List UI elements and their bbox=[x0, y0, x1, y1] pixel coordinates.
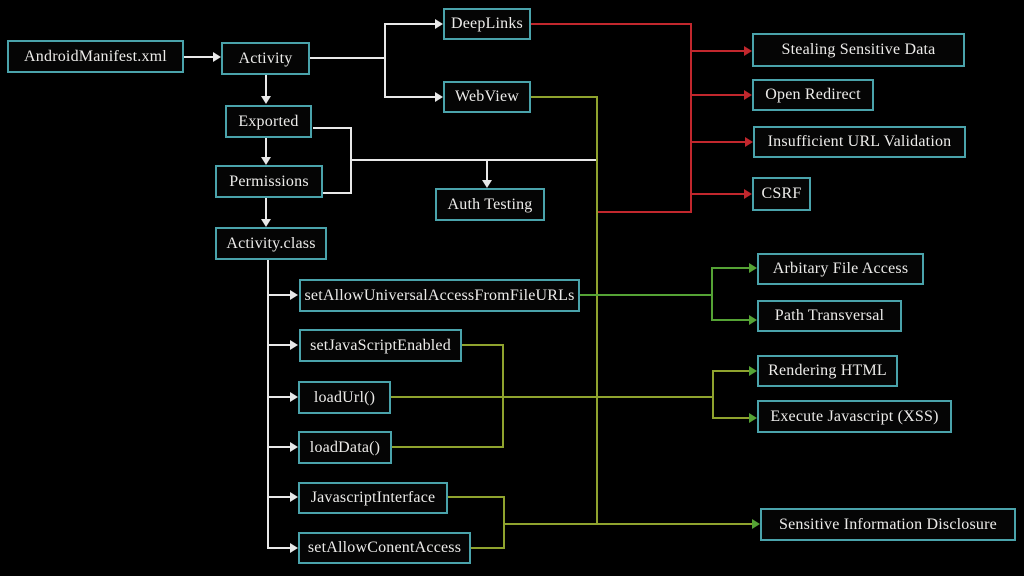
edge-authtesting-drop bbox=[486, 160, 488, 180]
node-sensitiveinfo: Sensitive Information Disclosure bbox=[760, 508, 1016, 541]
node-openredirect: Open Redirect bbox=[752, 79, 874, 111]
edge-red-openredirect bbox=[692, 94, 744, 96]
node-authtesting: Auth Testing bbox=[435, 188, 545, 221]
edge-to-executejs bbox=[713, 417, 749, 419]
arrowhead-openredirect bbox=[744, 90, 752, 100]
node-loaddata: loadData() bbox=[298, 431, 392, 464]
arrowhead-loaddata bbox=[290, 442, 298, 452]
arrowhead-insufficienturl bbox=[745, 137, 753, 147]
arrowhead-setjavascriptenabled bbox=[290, 340, 298, 350]
arrowhead-javascriptinterface bbox=[290, 492, 298, 502]
arrowhead-activityclass bbox=[261, 219, 271, 227]
edge-webview-olive bbox=[531, 96, 598, 98]
edge-red-vertical bbox=[690, 23, 692, 213]
node-deeplinks: DeepLinks bbox=[443, 8, 531, 40]
edge-setjavascriptenabled-out bbox=[462, 344, 504, 346]
node-setallowconent: setAllowConentAccess bbox=[298, 532, 471, 564]
node-activityclass: Activity.class bbox=[215, 227, 327, 260]
edge-branch-vertical bbox=[384, 23, 386, 98]
edge-red-csrf bbox=[692, 193, 744, 195]
arrowhead-deeplinks bbox=[435, 19, 443, 29]
node-permissions: Permissions bbox=[215, 165, 323, 198]
node-activity: Activity bbox=[221, 42, 310, 75]
edge-trunk-javascriptinterface bbox=[267, 496, 290, 498]
node-loadurl: loadUrl() bbox=[298, 381, 391, 414]
edge-permissions-bracket bbox=[323, 192, 352, 194]
node-webview: WebView bbox=[443, 81, 531, 113]
arrowhead-csrf bbox=[744, 189, 752, 199]
arrowhead-renderinghtml bbox=[749, 366, 757, 376]
node-javascriptinterface: JavascriptInterface bbox=[298, 482, 448, 514]
arrowhead-authtesting bbox=[482, 180, 492, 188]
edge-deeplinks-red bbox=[531, 23, 692, 25]
edge-red-stealing bbox=[692, 50, 744, 52]
node-exported: Exported bbox=[225, 105, 312, 138]
edge-manifest-activity bbox=[184, 56, 214, 58]
edge-trunk-setallowuniversal bbox=[267, 294, 290, 296]
edge-js-merge-vertical bbox=[502, 344, 504, 448]
edge-setallowuniversal-out bbox=[580, 294, 713, 296]
edge-red-bottom-link bbox=[598, 211, 690, 213]
edge-activity-exported bbox=[265, 75, 267, 98]
arrowhead-stealing bbox=[744, 46, 752, 56]
arrowhead-sensitiveinfo bbox=[752, 519, 760, 529]
edge-permissions-activityclass bbox=[265, 198, 267, 219]
edge-file-bracket-vertical bbox=[711, 267, 713, 321]
arrowhead-pathtransversal bbox=[749, 315, 757, 325]
arrowhead-permissions bbox=[261, 157, 271, 165]
edge-to-pathtransversal bbox=[711, 319, 749, 321]
edge-loaddata-out bbox=[392, 446, 504, 448]
arrowhead-loadurl bbox=[290, 392, 298, 402]
edge-exported-bracket bbox=[313, 127, 352, 129]
node-setallowuniversal: setAllowUniversalAccessFromFileURLs bbox=[299, 279, 580, 312]
arrowhead-setallowuniversal bbox=[290, 290, 298, 300]
arrowhead-webview bbox=[435, 92, 443, 102]
arrowhead-setallowconent bbox=[290, 543, 298, 553]
node-pathtransversal: Path Transversal bbox=[757, 300, 902, 332]
edge-trunk-loaddata bbox=[267, 446, 290, 448]
edge-setallowconent-out bbox=[471, 547, 505, 549]
edge-to-renderinghtml bbox=[713, 370, 749, 372]
edge-javascriptinterface-out bbox=[448, 496, 505, 498]
node-setjavascriptenabled: setJavaScriptEnabled bbox=[299, 329, 462, 362]
edge-red-insufficienturl bbox=[692, 141, 745, 143]
edge-activity-branch bbox=[310, 57, 386, 59]
edge-trunk-setjavascriptenabled bbox=[267, 344, 290, 346]
arrowhead-executejs bbox=[749, 413, 757, 423]
edge-to-arbitaryfile bbox=[711, 267, 749, 269]
node-renderinghtml: Rendering HTML bbox=[757, 355, 898, 387]
node-executejs: Execute Javascript (XSS) bbox=[757, 400, 952, 433]
edge-disclosure-merge-vertical bbox=[503, 496, 505, 549]
edge-activityclass-trunk bbox=[267, 260, 269, 549]
arrowhead-exported bbox=[261, 96, 271, 104]
arrowhead-arbitaryfile bbox=[749, 263, 757, 273]
edge-bracket-right bbox=[350, 159, 597, 161]
arrowhead-activity bbox=[213, 52, 221, 62]
node-stealing: Stealing Sensitive Data bbox=[752, 33, 965, 67]
edge-to-sensitiveinfo bbox=[503, 523, 752, 525]
edge-render-bracket-vertical bbox=[712, 370, 714, 419]
edge-branch-deeplinks bbox=[385, 23, 435, 25]
node-arbitaryfile: Arbitary File Access bbox=[757, 253, 924, 285]
edge-exported-permissions bbox=[265, 138, 267, 158]
edge-branch-webview bbox=[385, 96, 435, 98]
node-androidmanifest: AndroidManifest.xml bbox=[7, 40, 184, 73]
edge-loadurl-out bbox=[390, 396, 713, 398]
edge-olive-vertical bbox=[596, 96, 598, 525]
node-insufficienturl: Insufficient URL Validation bbox=[753, 126, 966, 158]
edge-trunk-setallowconent bbox=[267, 547, 290, 549]
node-csrf: CSRF bbox=[752, 177, 811, 211]
edge-trunk-loadurl bbox=[267, 396, 290, 398]
